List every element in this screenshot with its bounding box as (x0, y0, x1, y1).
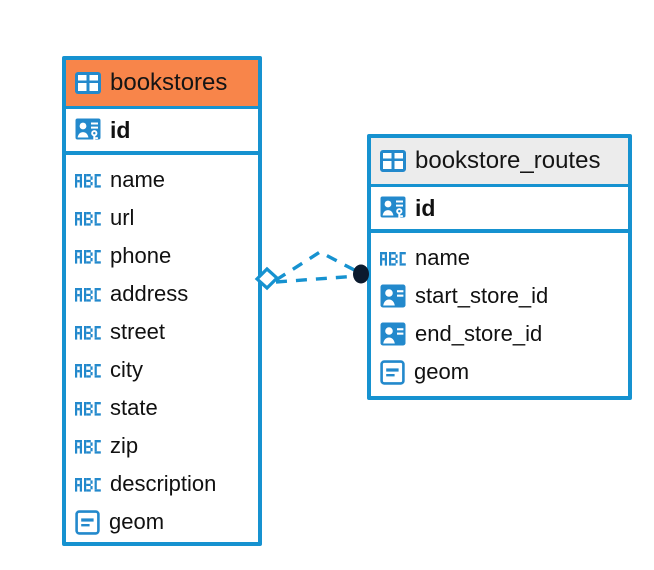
field-label: geom (109, 509, 165, 534)
field-row[interactable]: zip (66, 427, 258, 465)
entity-header-bookstores[interactable]: bookstores (66, 60, 258, 109)
field-label: address (110, 281, 189, 306)
filled-circle-marker (353, 264, 369, 284)
foreign-key-icon (380, 284, 406, 308)
primary-key-icon (75, 118, 101, 142)
field-label: zip (110, 433, 139, 458)
field-row[interactable]: end_store_id (371, 315, 628, 353)
field-label: street (110, 319, 166, 344)
field-label: state (110, 395, 158, 420)
entity-title: bookstores (110, 69, 228, 96)
field-label: url (110, 205, 135, 230)
abc-text-icon (75, 288, 101, 302)
primary-key-label: id (110, 116, 131, 143)
table-icon (380, 150, 406, 172)
field-row[interactable]: street (66, 313, 258, 351)
geometry-icon (380, 359, 405, 385)
abc-text-icon (75, 174, 101, 188)
field-list: name url phone address street city state zip des… (66, 155, 258, 545)
geometry-icon (75, 509, 100, 535)
field-label: start_store_id (415, 283, 549, 308)
entity-title: bookstore_routes (415, 147, 601, 174)
diamond-outline-marker (254, 266, 280, 291)
field-row[interactable]: address (66, 275, 258, 313)
abc-text-icon (75, 250, 101, 264)
primary-key-label: id (415, 194, 436, 221)
field-row[interactable]: geom (371, 353, 628, 391)
field-label: name (110, 167, 166, 192)
field-row[interactable]: description (66, 465, 258, 503)
abc-text-icon (380, 252, 406, 266)
field-row[interactable]: url (66, 199, 258, 237)
table-icon (75, 72, 101, 94)
relationship-line-upper (275, 250, 361, 282)
relationship-line-lower (275, 274, 359, 284)
primary-key-row[interactable]: id (371, 187, 628, 233)
abc-text-icon (75, 364, 101, 378)
field-row[interactable]: name (371, 239, 628, 277)
primary-key-icon (380, 196, 406, 220)
field-row[interactable]: city (66, 351, 258, 389)
relationship-connector[interactable] (250, 238, 380, 308)
field-label: name (415, 245, 471, 270)
field-row[interactable]: geom (66, 503, 258, 541)
entity-table-bookstores[interactable]: bookstores id name url phone address street c… (62, 56, 262, 546)
field-row[interactable]: phone (66, 237, 258, 275)
field-row[interactable]: state (66, 389, 258, 427)
foreign-key-icon (380, 322, 406, 346)
field-label: geom (414, 359, 470, 384)
primary-key-row[interactable]: id (66, 109, 258, 155)
abc-text-icon (75, 326, 101, 340)
abc-text-icon (75, 212, 101, 226)
field-row[interactable]: start_store_id (371, 277, 628, 315)
abc-text-icon (75, 440, 101, 454)
entity-header-bookstore-routes[interactable]: bookstore_routes (371, 138, 628, 187)
field-label: phone (110, 243, 172, 268)
field-label: description (110, 471, 217, 496)
abc-text-icon (75, 402, 101, 416)
field-label: end_store_id (415, 321, 543, 346)
field-label: city (110, 357, 143, 382)
field-row[interactable]: name (66, 161, 258, 199)
abc-text-icon (75, 478, 101, 492)
